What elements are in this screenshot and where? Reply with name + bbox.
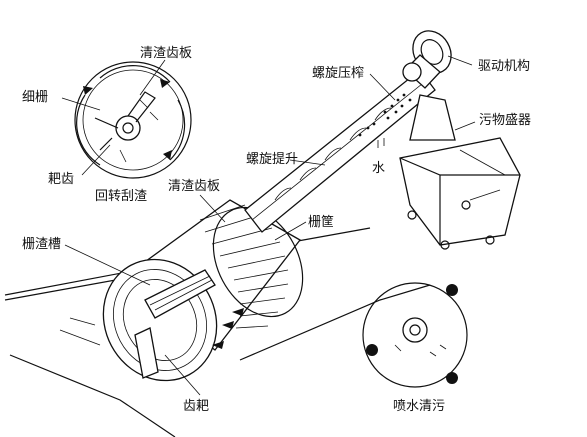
- label-rake-teeth: 耙齿: [48, 172, 74, 187]
- label-drive-mechanism: 驱动机构: [478, 59, 530, 74]
- screen-drum: [102, 199, 304, 382]
- label-screen-tube: 栅筐: [308, 214, 334, 230]
- label-tooth-rake: 齿耙: [183, 399, 209, 414]
- drive-mechanism: [402, 30, 452, 89]
- leader-lines: [61, 55, 476, 396]
- label-dirt-container: 污物盛器: [479, 113, 531, 128]
- labels: 清渣齿板 细栅 耙齿 回转刮渣 螺旋压榨 驱动机构 污物盛器 水 螺旋提升 清渣…: [22, 46, 531, 414]
- label-rake-plate-top: 清渣齿板: [140, 46, 192, 61]
- label-spray-cleaning: 喷水清污: [393, 399, 445, 414]
- label-screw-press: 螺旋压榨: [312, 65, 364, 81]
- spray-cleaning-inset: [362, 282, 468, 388]
- label-rake-plate-mid: 清渣齿板: [168, 179, 220, 194]
- press-texture: [358, 93, 412, 137]
- label-water: 水: [372, 161, 385, 176]
- label-fine-screen: 细栅: [22, 90, 48, 105]
- rotary-scraping-inset: [74, 61, 192, 179]
- label-screenings-trough: 栅渣槽: [22, 237, 61, 252]
- label-screw-lift: 螺旋提升: [246, 151, 298, 167]
- label-rotary-scraping: 回转刮渣: [95, 189, 147, 204]
- screw-conveyor: [244, 69, 436, 233]
- dirt-container: [399, 94, 521, 250]
